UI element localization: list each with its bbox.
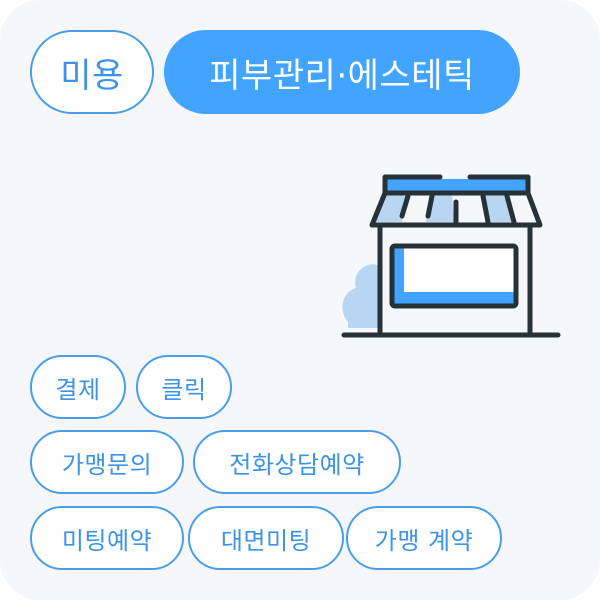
tag-click[interactable]: 클릭 [136,355,232,419]
category-tag[interactable]: 미용 [30,30,154,114]
tag-in-person-meeting[interactable]: 대면미팅 [188,506,344,570]
storefront-icon [341,174,561,338]
tag-payment[interactable]: 결제 [30,355,126,419]
tag-label: 미팅예약 [61,526,153,555]
tag-label: 결제 [55,375,101,404]
tag-franchise-inquiry[interactable]: 가맹문의 [30,430,184,494]
tag-label: 클릭 [161,375,207,404]
category-tag-label: 미용 [60,55,124,96]
tag-franchise-contract[interactable]: 가맹 계약 [346,506,502,570]
tag-label: 가맹문의 [61,450,153,479]
tag-phone-consultation[interactable]: 전화상담예약 [193,430,401,494]
tag-label: 대면미팅 [220,526,312,555]
subcategory-tag[interactable]: 피부관리·에스테틱 [164,30,520,114]
tag-meeting-booking[interactable]: 미팅예약 [30,506,184,570]
subcategory-tag-label: 피부관리·에스테틱 [209,55,475,96]
tag-label: 가맹 계약 [374,526,474,555]
tag-label: 전화상담예약 [229,450,365,479]
